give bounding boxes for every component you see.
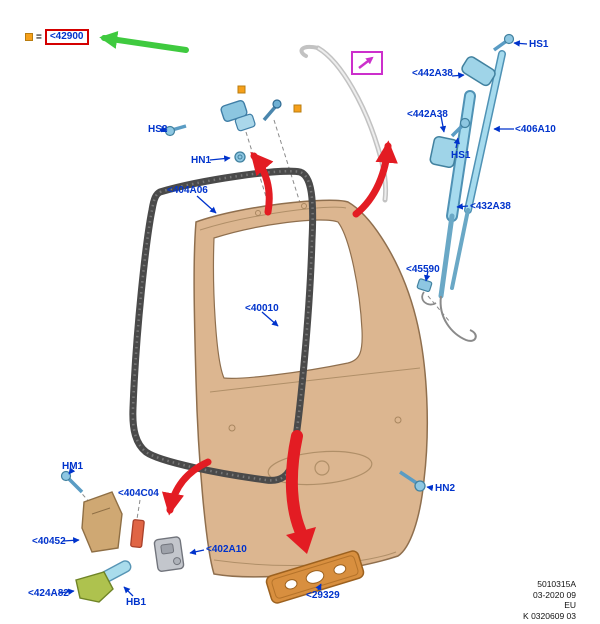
part-label-404a06[interactable]: <404A06: [167, 185, 208, 196]
legend-equals: =: [36, 31, 42, 43]
hs2-bolt: [164, 124, 187, 137]
part-label-hs1-top: HS1: [529, 39, 549, 50]
part-label-406a10[interactable]: <406A10: [515, 124, 556, 135]
part-label-40010[interactable]: <40010: [245, 303, 279, 314]
footer-doc-info: 5010315A 03-2020 09 EU K 0320609 03: [523, 579, 576, 621]
legend-pointer-arrow: [99, 31, 189, 53]
hn2-bolt: [399, 470, 426, 492]
label-leader-arrows: [58, 40, 528, 597]
doc-code: K 0320609 03: [523, 610, 576, 621]
hinge-marker-square-2: [293, 104, 302, 113]
legend: = <42900: [25, 29, 89, 45]
latch-assembly: [153, 536, 185, 572]
arrow-to-strut: [352, 140, 398, 218]
doc-region: EU: [564, 600, 576, 610]
part-label-402a10[interactable]: <402A10: [206, 544, 247, 555]
tailgate-panel: [193, 199, 429, 578]
weatherstrip-seal: [129, 167, 317, 484]
scuff-plate: [265, 550, 365, 604]
strut-bracket-upper: [461, 56, 496, 87]
doc-date: 03-2020 09: [532, 589, 576, 600]
gas-strut-long: [450, 50, 506, 290]
gas-strut: [438, 90, 477, 342]
hinge-marker-square: [237, 85, 246, 94]
assembly-arrows: [161, 140, 398, 536]
part-label-40452[interactable]: <40452: [32, 536, 66, 547]
part-label-hm1: HM1: [62, 461, 84, 472]
hs1-bolt-mid: [450, 117, 471, 138]
part-label-hs2: HS2: [148, 124, 168, 135]
striker-shim: [130, 519, 145, 549]
lower-hinge-bracket: [81, 491, 123, 553]
part-label-45590[interactable]: <45590: [406, 264, 440, 275]
strut-bracket-lower: [429, 135, 459, 169]
arrow-to-scuff-plate-head: [286, 527, 316, 554]
retainer-clip: [416, 278, 437, 306]
part-label-hs1-mid: HS1: [451, 150, 471, 161]
zoom-callout[interactable]: [351, 51, 383, 75]
diagonal-arrow-icon: [358, 56, 374, 69]
hm1-bolt: [60, 470, 84, 494]
part-label-hn1: HN1: [191, 155, 212, 166]
part-label-432a38[interactable]: <432A38: [470, 201, 511, 212]
hs1-bolt-top: [492, 33, 515, 52]
doc-id: 5010315A: [537, 579, 576, 589]
arrow-to-scuff-plate: [285, 430, 306, 536]
wedge-bracket: [75, 571, 114, 603]
part-label-442a38-upper[interactable]: <442A38: [412, 68, 453, 79]
part-label-404c04[interactable]: <404C04: [118, 488, 159, 499]
legend-part-ref[interactable]: <42900: [44, 29, 89, 45]
arrow-to-latch: [161, 458, 212, 516]
hinge-bolt: [262, 99, 282, 122]
legend-square-icon: [25, 33, 33, 41]
part-label-424a82[interactable]: <424A82: [28, 588, 69, 599]
part-label-29329[interactable]: <29329: [306, 590, 340, 601]
part-label-hb1: HB1: [126, 597, 147, 608]
hinge-bracket: [220, 100, 256, 163]
washer-hose: [299, 45, 389, 203]
arrow-to-hinge: [250, 151, 274, 216]
part-label-442a38-lower[interactable]: <442A38: [407, 109, 448, 120]
part-label-hn2: HN2: [435, 483, 456, 494]
